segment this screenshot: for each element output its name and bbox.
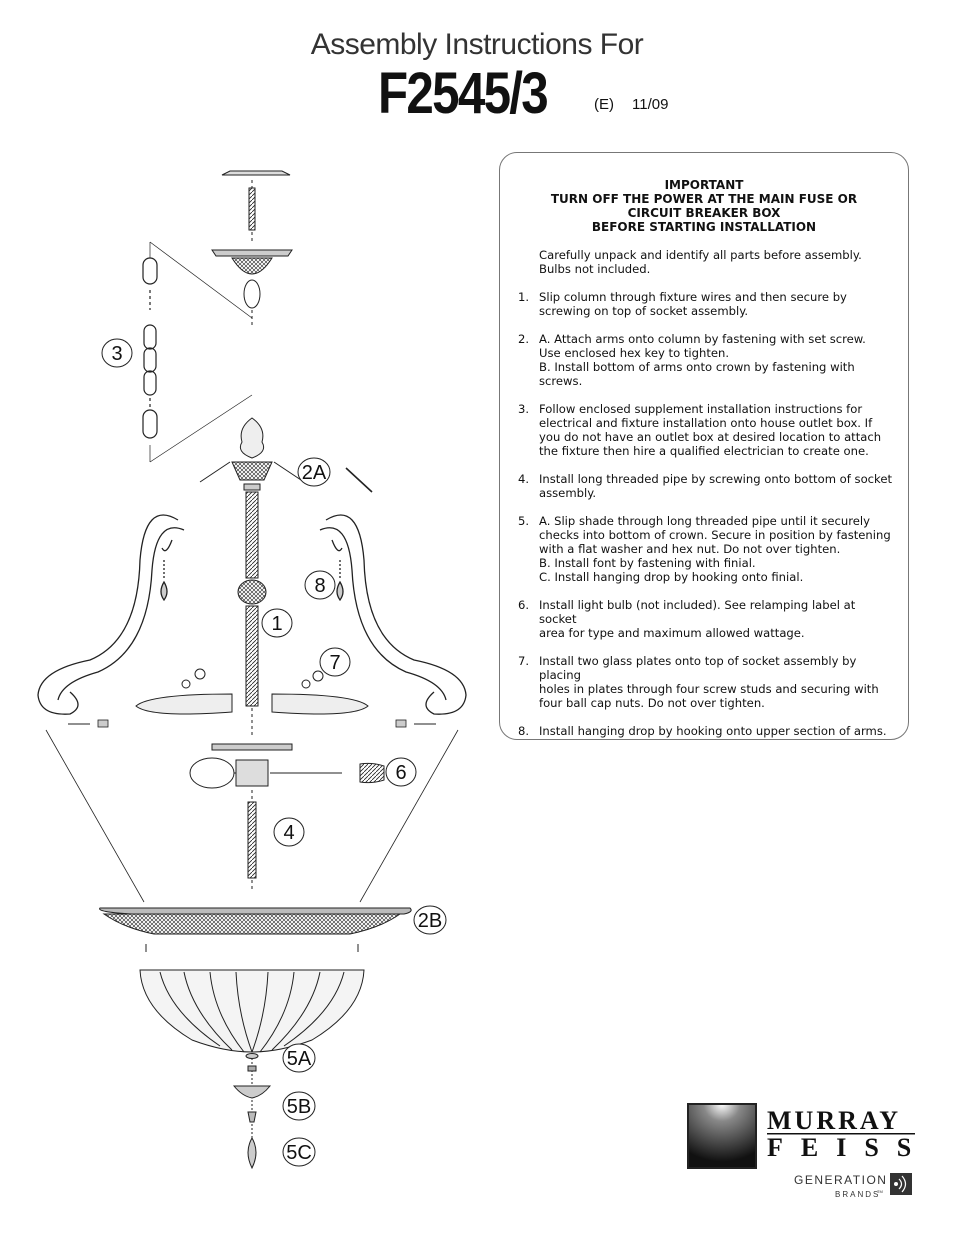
step-item: 2. A. Attach arms onto column by fastenin… <box>518 332 893 388</box>
generation-brands-icon <box>890 1173 912 1195</box>
step-line: assembly. <box>539 486 597 500</box>
callout-label: 1 <box>271 613 282 635</box>
callout-label: 5C <box>286 1142 312 1164</box>
callout-label: 6 <box>395 762 406 784</box>
step-line: Slip column through fixture wires and th… <box>539 290 847 304</box>
step-number: 3. <box>518 402 530 416</box>
callout-3: 3 <box>101 338 133 368</box>
step-line: C. Install hanging drop by hooking onto … <box>539 570 804 584</box>
logo-brand-line: FEISS <box>767 1133 917 1162</box>
callout-6: 6 <box>385 757 417 787</box>
callout-5a: 5A <box>282 1043 316 1073</box>
assembly-diagram: 3 2A 8 1 7 6 4 2B 5A 5B 5C <box>37 170 467 1170</box>
step-item: 4. Install long threaded pipe by screwing… <box>518 472 893 500</box>
step-line: screws. <box>539 374 583 388</box>
important-line: IMPORTANT <box>664 178 744 192</box>
step-line: four ball cap nuts. Do not over tighten. <box>539 696 765 710</box>
step-number: 2. <box>518 332 530 346</box>
step-number: 4. <box>518 472 530 486</box>
callout-label: 4 <box>283 822 294 844</box>
callout-label: 5A <box>287 1048 312 1070</box>
step-line: the fixture then hire a qualified electr… <box>539 444 869 458</box>
step-line: A. Attach arms onto column by fastening … <box>539 332 866 346</box>
callout-5b: 5B <box>282 1091 316 1121</box>
chain-links <box>142 241 253 463</box>
step-line: Use enclosed hex key to tighten. <box>539 346 730 360</box>
step-number: 8. <box>518 724 530 738</box>
important-line: TURN OFF THE POWER AT THE MAIN FUSE OR <box>550 192 858 206</box>
logo-brand-line: MURRAY <box>767 1106 901 1135</box>
callout-8: 8 <box>304 570 336 600</box>
step-line: checks into bottom of crown. Secure in p… <box>539 528 891 542</box>
glass-shade <box>139 969 365 1053</box>
title-heading: Assembly Instructions For <box>310 28 644 61</box>
step-item: 5. A. Slip shade through long threaded pi… <box>518 514 893 584</box>
step-line: holes in plates through four screw studs… <box>539 682 879 696</box>
step-line: Install light bulb (not included). See r… <box>539 598 856 626</box>
important-line: CIRCUIT BREAKER BOX <box>627 206 781 220</box>
step-item: 8. Install hanging drop by hooking onto u… <box>518 724 893 738</box>
step-line: B. Install font by fastening with finial… <box>539 556 756 570</box>
step-number: 7. <box>518 654 530 668</box>
step-item: 1. Slip column through fixture wires and … <box>518 290 893 318</box>
right-arm <box>273 461 467 728</box>
logo-trademark: TM <box>877 1189 883 1194</box>
important-line: BEFORE STARTING INSTALLATION <box>591 220 817 234</box>
step-line: Install long threaded pipe by screwing o… <box>539 472 893 486</box>
callout-label: 8 <box>314 575 325 597</box>
socket-assembly <box>135 668 385 892</box>
revision-info: (E) 11/09 <box>594 96 686 113</box>
step-line: screwing on top of socket assembly. <box>539 304 749 318</box>
step-line: electrical and fixture installation onto… <box>539 416 873 430</box>
step-item: 7. Install two glass plates onto top of s… <box>518 654 893 710</box>
callout-5c: 5C <box>282 1137 316 1167</box>
callout-7: 7 <box>319 647 351 677</box>
callout-label: 3 <box>111 343 122 365</box>
callout-2b: 2B <box>413 905 447 935</box>
callout-label: 2A <box>302 462 327 484</box>
instructions-box <box>499 152 909 740</box>
step-line: A. Slip shade through long threaded pipe… <box>539 514 870 528</box>
step-number: 6. <box>518 598 530 612</box>
callout-label: 5B <box>287 1096 311 1118</box>
logo-sub-line: GENERATION <box>794 1173 887 1187</box>
callout-1: 1 <box>261 608 293 638</box>
callout-4: 4 <box>273 817 305 847</box>
callout-2a: 2A <box>297 457 331 487</box>
guide-lines <box>45 729 459 903</box>
callout-label: 2B <box>418 910 442 932</box>
step-line: you do not have an outlet box at desired… <box>539 430 882 444</box>
edition-code: (E) <box>594 96 614 113</box>
ceiling-canopy <box>211 170 293 325</box>
crown-band <box>99 907 412 952</box>
center-column <box>231 417 273 738</box>
revision-date: 11/09 <box>632 96 669 113</box>
logo-sub-line: BRANDS <box>835 1190 880 1199</box>
bottom-hardware <box>232 1053 272 1170</box>
instruction-steps: 1. Slip column through fixture wires and … <box>518 290 893 752</box>
step-line: Install two glass plates onto top of soc… <box>539 654 857 682</box>
logo-sunburst-icon <box>687 1103 757 1169</box>
step-item: 6. Install light bulb (not included). See… <box>518 598 893 640</box>
callout-label: 7 <box>329 652 340 674</box>
step-number: 1. <box>518 290 530 304</box>
step-line: area for type and maximum allowed wattag… <box>539 626 805 640</box>
step-item: 3. Follow enclosed supplement installatio… <box>518 402 893 458</box>
step-line: B. Install bottom of arms onto crown by … <box>539 360 855 374</box>
model-number: F2545/3 <box>378 61 549 126</box>
intro-text: Carefully unpack and identify all parts … <box>539 248 862 276</box>
step-line: Follow enclosed supplement installation … <box>539 402 863 416</box>
step-line: with a flat washer and hex nut. Do not o… <box>539 542 841 556</box>
step-line: Install hanging drop by hooking onto upp… <box>539 724 887 738</box>
important-notice: IMPORTANT TURN OFF THE POWER AT THE MAIN… <box>499 178 909 234</box>
step-number: 5. <box>518 514 530 528</box>
left-arm <box>37 461 231 728</box>
murray-feiss-logo: MURRAY FEISS GENERATION BRANDS TM <box>687 1103 917 1199</box>
